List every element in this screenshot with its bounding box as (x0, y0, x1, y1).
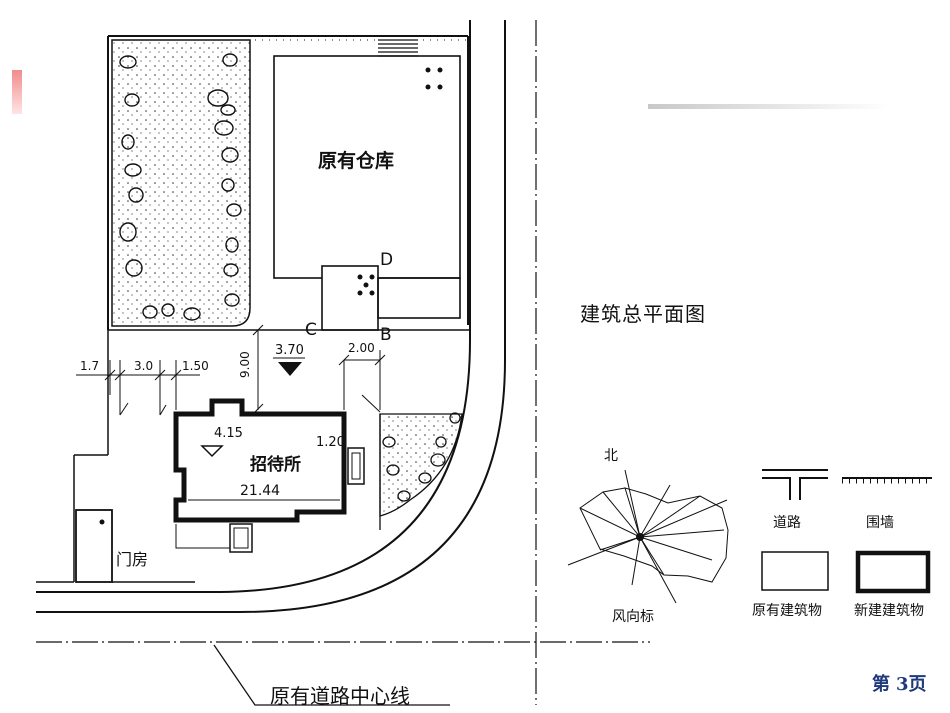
page-number: 第 3页 (872, 670, 927, 696)
decorative-line (648, 104, 890, 109)
dim-9-00: 9.00 (238, 351, 252, 378)
north-label: 北 (604, 448, 618, 464)
elevation-marker: 3.70 (273, 343, 305, 376)
gate-house: 门房 (75, 509, 148, 583)
elevation-3-70: 3.70 (275, 343, 304, 358)
garden-area-north (111, 39, 251, 327)
page-prefix: 第 (872, 674, 890, 695)
page-value: 3页 (896, 674, 927, 695)
legend-existing-label: 原有建筑物 (752, 603, 822, 619)
legend-new-label: 新建建筑物 (854, 603, 924, 619)
site-left-boundary (36, 326, 470, 583)
new-guest-house: 招待所 21.44 4.15 1.20 (173, 398, 365, 553)
guest-house-label: 招待所 (250, 454, 301, 475)
legend-wind-rose-label: 风向标 (612, 609, 654, 625)
dim-1-7: 1.7 (80, 359, 99, 373)
gate-house-label: 门房 (116, 550, 148, 569)
legend-wall-symbol (842, 477, 932, 484)
legend-existing-symbol (761, 551, 829, 591)
dim-3-0: 3.0 (134, 359, 153, 373)
dim-length: 21.44 (240, 483, 280, 499)
dim-2-00: 2.00 (348, 341, 375, 355)
decorative-bar (12, 70, 22, 114)
wind-rose: 北 (567, 448, 729, 604)
centerline-leader (213, 644, 450, 706)
road-centerline (36, 20, 650, 705)
road-centerline-label: 原有道路中心线 (270, 684, 410, 708)
marker-d: D (380, 250, 393, 270)
site-boundary-wall (107, 35, 469, 330)
dimension-lines (76, 324, 386, 416)
marker-b: B (380, 325, 392, 345)
level-mark: 4.15 (214, 426, 243, 441)
entrance-steps (378, 39, 418, 57)
road-curve (36, 20, 506, 613)
dim-1-50: 1.50 (182, 359, 209, 373)
legend-wall-label: 围墙 (866, 515, 894, 531)
warehouse-label: 原有仓库 (318, 149, 394, 172)
legend-road-symbol (762, 469, 828, 500)
legend-new-symbol (855, 550, 931, 594)
dim-width: 1.20 (316, 435, 345, 450)
garden-area-east (379, 412, 463, 530)
legend-road-label: 道路 (773, 515, 801, 531)
existing-warehouse: 原有仓库 (273, 55, 461, 331)
drawing-title: 建筑总平面图 (580, 302, 706, 326)
